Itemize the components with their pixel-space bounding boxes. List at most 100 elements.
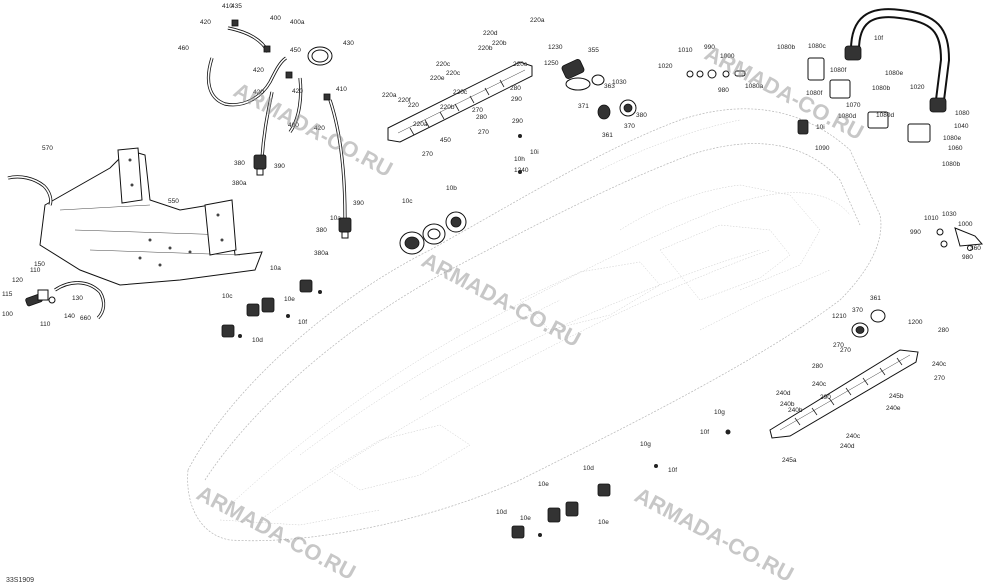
callout-label: 240b	[788, 407, 803, 414]
callout-label: 240b	[780, 401, 795, 408]
callout-label: 1080c	[808, 43, 826, 50]
callout-label: 220	[408, 102, 419, 109]
callout-label: 220c	[513, 61, 528, 68]
callout-label: 550	[168, 198, 179, 205]
callout-label: 10c	[402, 198, 413, 205]
callout-label: 660	[80, 315, 91, 322]
callout-label: 1080d	[838, 113, 856, 120]
callout-label: 140	[64, 313, 75, 320]
callout-label: 420	[200, 19, 211, 26]
callout-label: 370	[852, 307, 863, 314]
callout-label: 220a	[413, 121, 428, 128]
callout-label: 280	[510, 85, 521, 92]
callout-label: 270	[934, 375, 945, 382]
callout-label: 10e	[538, 481, 549, 488]
watermarks: ARMADA-CO.RU ARMADA-CO.RU ARMADA-CO.RU A…	[193, 40, 868, 587]
callout-label: 270	[833, 342, 844, 349]
callout-label: 220f	[398, 97, 411, 104]
callout-label: 420	[253, 67, 264, 74]
callout-label: 10a	[330, 215, 341, 222]
callout-label: 1090	[815, 145, 830, 152]
callout-label: 240c	[932, 361, 947, 368]
callout-label: 430	[343, 40, 354, 47]
callout-label: 220c	[453, 89, 468, 96]
callout-label: 390	[274, 163, 285, 170]
callout-label: 990	[910, 229, 921, 236]
callout-label: 990	[704, 44, 715, 51]
callout-label: 220e	[430, 75, 445, 82]
speaker-assembly	[399, 211, 467, 255]
callout-label: 245a	[782, 457, 797, 464]
footrest-assembly	[7, 147, 263, 320]
watermark-4: ARMADA-CO.RU	[193, 480, 360, 585]
callout-label: 1020	[910, 84, 925, 91]
callout-label: 450	[440, 137, 451, 144]
callout-label: 400	[288, 122, 299, 129]
callout-label: 120	[12, 277, 23, 284]
callout-label: 220c	[436, 61, 451, 68]
callout-label: 1080a	[745, 83, 763, 90]
callout-label: 1200	[908, 319, 923, 326]
callout-label: 1080	[955, 110, 970, 117]
upper-handrail	[387, 61, 533, 174]
callout-label: 420	[292, 88, 303, 95]
callout-label: 220a	[382, 92, 397, 99]
callout-label: 150	[34, 261, 45, 268]
callout-label: 130	[72, 295, 83, 302]
callout-label: 1080b	[872, 85, 890, 92]
callout-label: 10e	[520, 515, 531, 522]
callout-label: 380	[316, 227, 327, 234]
callout-label: 380a	[232, 180, 247, 187]
callout-label: 10a	[270, 265, 281, 272]
callout-label: 220b	[478, 45, 493, 52]
light-cluster-left	[221, 279, 322, 338]
callout-label: 371	[578, 103, 589, 110]
tow-pylon-assembly	[686, 8, 951, 143]
callout-label: 290	[511, 96, 522, 103]
callout-label: 270	[840, 347, 851, 354]
callout-label: 10i	[816, 124, 825, 131]
callout-label: 980	[962, 254, 973, 261]
callout-label: 10d	[252, 337, 263, 344]
gauge-cluster	[561, 59, 637, 120]
callout-label: 380	[234, 160, 245, 167]
callout-label: 1000	[958, 221, 973, 228]
callout-label: 270	[478, 129, 489, 136]
callout-label: 1080b	[942, 161, 960, 168]
callout-label: 410	[336, 86, 347, 93]
callout-label: 1210	[832, 313, 847, 320]
callout-label: 355	[588, 47, 599, 54]
callout-label: 1240	[514, 167, 529, 174]
callout-label: 435	[231, 3, 242, 10]
callout-label: 100	[2, 311, 13, 318]
callout-label: 1080e	[885, 70, 903, 77]
callout-label: 10f	[298, 319, 307, 326]
callout-label: 10d	[496, 509, 507, 516]
callout-label: 10d	[583, 465, 594, 472]
callout-label: 1070	[846, 102, 861, 109]
callout-label: 280	[938, 327, 949, 334]
callout-label: 240e	[886, 405, 901, 412]
callout-label: 410	[222, 3, 233, 10]
callout-label: 10f	[668, 467, 677, 474]
callout-label: 1010	[924, 215, 939, 222]
callout-label: 1010	[678, 47, 693, 54]
light-cluster-bottom	[511, 483, 611, 539]
callout-label: 10c	[222, 293, 233, 300]
callout-label: 1080f	[830, 67, 846, 74]
callout-label: 370	[624, 123, 635, 130]
callout-label: 400	[270, 15, 281, 22]
hull-outline	[187, 108, 882, 542]
callout-label: 570	[42, 145, 53, 152]
callout-label: 220a	[530, 17, 545, 24]
callout-label: 270	[422, 151, 433, 158]
callout-label: 1250	[544, 60, 559, 67]
callout-label: 980	[718, 87, 729, 94]
callout-label: 363	[604, 83, 615, 90]
callout-label: 1060	[948, 145, 963, 152]
callout-label: 290	[820, 394, 831, 401]
callout-label: 10g	[640, 441, 651, 448]
diagram-code: 33S1909	[6, 577, 34, 584]
